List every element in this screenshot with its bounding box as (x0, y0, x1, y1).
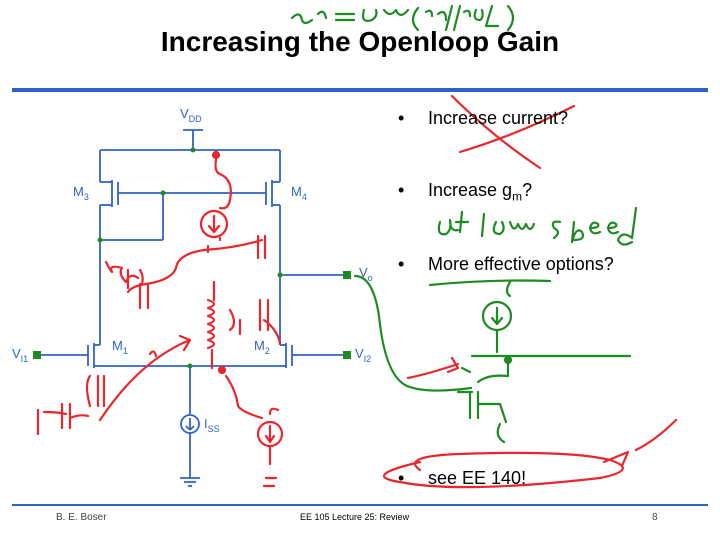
circuit-schematic (38, 129, 345, 487)
cross-stroke-1 (450, 94, 542, 170)
speed-scribble (437, 206, 638, 246)
red-annotations (36, 94, 678, 489)
vo-label: Vo (359, 265, 373, 283)
ellipse-mark (383, 451, 624, 489)
footer-page-number: 8 (652, 512, 658, 523)
footer-course: EE 105 Lecture 25: Review (300, 512, 410, 522)
slide-title: Increasing the Openloop Gain (160, 26, 560, 57)
footer-author: B. E. Boser (56, 512, 107, 523)
footer-rule (12, 504, 708, 506)
bullet-effective-options: •More effective options? (398, 254, 614, 274)
iss-label: ISS (204, 416, 220, 434)
title-rule (12, 88, 708, 92)
m4-label: M4 (291, 184, 307, 202)
green-annotations (290, 4, 638, 444)
bullet-see-ee140: •see EE 140! (398, 468, 527, 488)
bullet-increase-current: •Increase current? (398, 108, 569, 128)
vi1-label: VI1 (12, 346, 28, 364)
bullet-increase-gm: •Increase gm? (398, 180, 533, 204)
cross-stroke-2 (458, 104, 576, 154)
formula-scribble (290, 4, 515, 32)
vdd-label: VDD (180, 106, 202, 124)
m2-label: M2 (254, 338, 270, 356)
m3-label: M3 (73, 184, 89, 202)
circuit-nodes (33, 147, 351, 369)
vi2-label: VI2 (355, 346, 371, 364)
m1-label: M1 (112, 338, 128, 356)
